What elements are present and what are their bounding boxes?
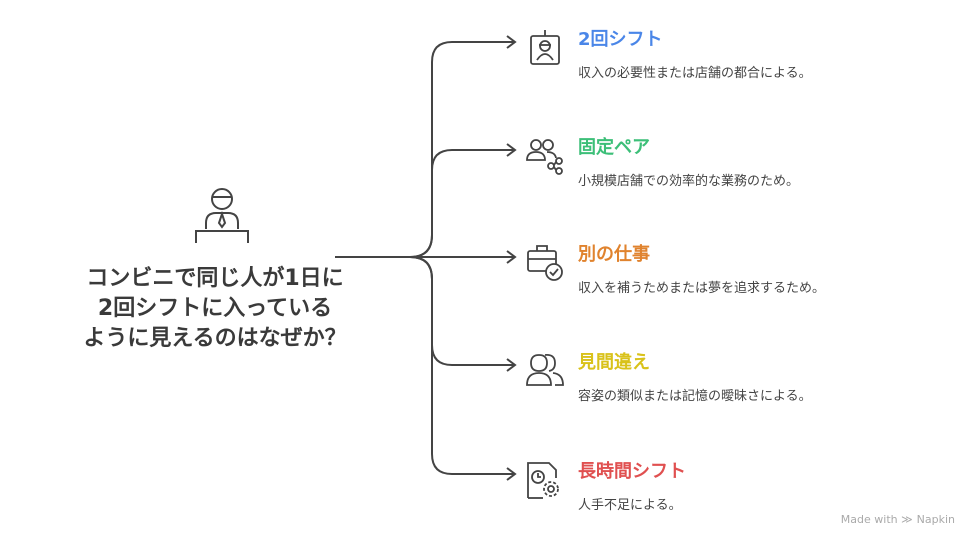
item-title: 固定ペア xyxy=(578,137,650,158)
item-title: 2回シフト xyxy=(578,29,663,50)
made-with-label: Made with xyxy=(840,513,898,526)
item-title: 見間違え xyxy=(578,352,650,373)
clock-gear-icon xyxy=(527,462,559,499)
item-description: 小規模店舗での効率的な業務のため。 xyxy=(578,174,800,189)
brand-label: Napkin xyxy=(916,513,955,526)
main-question-line: ように見えるのはなぜか？ xyxy=(83,326,347,351)
main-question: コンビニで同じ人が1日に 2回シフトに入っている ように見えるのはなぜか？ xyxy=(60,264,370,354)
main-question-line: コンビニで同じ人が1日に xyxy=(86,266,344,291)
napkin-logo-icon: ≫ xyxy=(901,513,913,526)
two-people-icon xyxy=(526,354,564,386)
briefcase-check-icon xyxy=(527,245,563,281)
item-description: 容姿の類似または記憶の曖昧さによる。 xyxy=(578,389,812,404)
person-at-desk-icon xyxy=(195,188,249,243)
people-network-icon xyxy=(526,139,563,175)
id-badge-icon xyxy=(530,30,560,65)
item-title: 長時間シフト xyxy=(578,461,686,482)
main-question-line: 2回シフトに入っている xyxy=(97,296,333,321)
napkin-watermark: Made with ≫Napkin xyxy=(841,513,955,526)
item-description: 収入を補うためまたは夢を追求するため。 xyxy=(578,281,826,296)
item-title: 別の仕事 xyxy=(578,244,650,265)
item-description: 収入の必要性または店舗の都合による。 xyxy=(578,66,812,81)
item-description: 人手不足による。 xyxy=(578,498,682,513)
